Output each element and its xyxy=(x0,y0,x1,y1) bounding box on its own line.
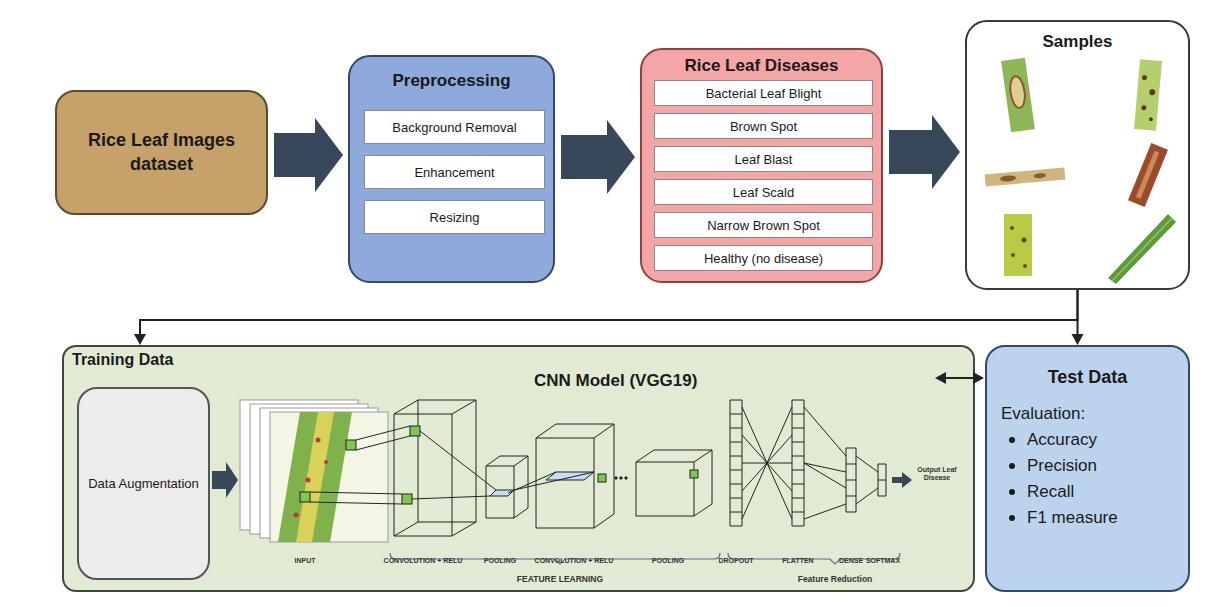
node-text: CNN Model (VGG19) xyxy=(534,371,697,391)
label-holder: CONVOLUTION + RELU xyxy=(363,549,483,567)
label-holder: DROPOUT xyxy=(711,549,761,567)
class-group: Rice Leaf DiseasesBacterial Leaf BlightB… xyxy=(640,48,883,283)
node-title: Rice Leaf Diseases xyxy=(642,56,881,76)
label-holder: CONVOLUTION + RELU xyxy=(514,549,634,567)
node-title: Healthy (no disease) xyxy=(704,251,823,266)
dataset-box: Rice Leaf Images dataset xyxy=(55,90,268,215)
process-group: PreprocessingBackground RemovalEnhanceme… xyxy=(348,55,555,283)
class-box: Bacterial Leaf Blight xyxy=(654,80,873,106)
bullet-dot xyxy=(1009,489,1015,495)
class-box: Brown Spot xyxy=(654,113,873,139)
bullet-dot xyxy=(1009,463,1015,469)
training-panel: Training DataCNN Model (VGG19) Data Augme… xyxy=(62,345,975,592)
connector-line xyxy=(1077,290,1079,335)
layer-label: SOFTMAX xyxy=(866,557,900,564)
bullet-row: Accuracy xyxy=(1009,430,1174,450)
arrow-head xyxy=(973,372,984,384)
node-text: F1 measure xyxy=(1027,508,1118,528)
layer-label: DROPOUT xyxy=(719,557,754,564)
node-title: Brown Spot xyxy=(730,119,797,134)
group-label: Feature Reduction xyxy=(798,574,873,584)
layer-label: POOLING xyxy=(484,557,516,564)
node-text: Precision xyxy=(1027,456,1097,476)
connector-line xyxy=(945,377,974,379)
block-arrow xyxy=(889,115,960,189)
node-title: Rice Leaf Images dataset xyxy=(71,129,252,176)
step-box: Background Removal xyxy=(364,110,545,144)
label-holder: SOFTMAX xyxy=(865,549,901,567)
layer-label: CONVOLUTION + RELU xyxy=(535,557,614,564)
node-title: Leaf Scald xyxy=(733,185,794,200)
layer-label: INPUT xyxy=(295,557,316,564)
node-title: Test Data xyxy=(1001,367,1174,388)
node-title: Bacterial Leaf Blight xyxy=(706,86,822,101)
evaluation-box: Test DataEvaluation: AccuracyPrecisionRec… xyxy=(985,345,1190,592)
connector xyxy=(134,290,1078,345)
node-title: Data Augmentation xyxy=(88,475,199,493)
layer-label: CONVOLUTION + RELU xyxy=(384,557,463,564)
bullet-dot xyxy=(1009,515,1015,521)
connector-line xyxy=(140,290,1078,335)
label-holder: POOLING xyxy=(638,549,698,567)
node-title: Background Removal xyxy=(392,120,516,135)
layer-label: POOLING xyxy=(652,557,684,564)
class-box: Leaf Scald xyxy=(654,179,873,205)
connector xyxy=(274,118,343,192)
label-holder: DENSE xyxy=(836,549,866,567)
arrow-head xyxy=(134,334,146,345)
node-title: Resizing xyxy=(430,210,480,225)
node-text: Accuracy xyxy=(1027,430,1097,450)
augmentation-box: Data Augmentation xyxy=(77,387,210,580)
block-arrow xyxy=(274,118,343,192)
connector xyxy=(561,120,635,194)
node-title: Enhancement xyxy=(414,165,494,180)
arrow-head xyxy=(1072,334,1084,345)
node-title: Leaf Blast xyxy=(735,152,793,167)
node-title: Narrow Brown Spot xyxy=(707,218,820,233)
class-box: Leaf Blast xyxy=(654,146,873,172)
layer-label: DENSE xyxy=(839,557,863,564)
node-text: Evaluation: xyxy=(1001,404,1174,424)
bullet-row: F1 measure xyxy=(1009,508,1174,528)
node-text: Recall xyxy=(1027,482,1074,502)
output-label: Output Leaf Disease xyxy=(915,466,959,483)
connector xyxy=(889,115,960,189)
label-holder: INPUT xyxy=(245,549,365,567)
label-holder: Feature Reduction xyxy=(765,568,905,586)
layer-label: FLATTEN xyxy=(782,557,813,564)
group-label: FEATURE LEARNING xyxy=(517,574,603,584)
bullet-row: Precision xyxy=(1009,456,1174,476)
label-holder: POOLING xyxy=(470,549,530,567)
bullet-dot xyxy=(1009,437,1015,443)
step-box: Resizing xyxy=(364,200,545,234)
block-arrow xyxy=(561,120,635,194)
label-holder: FEATURE LEARNING xyxy=(460,568,660,586)
label-holder: FLATTEN xyxy=(773,549,823,567)
node-title: Preprocessing xyxy=(350,71,553,91)
label-holder: Output Leaf Disease xyxy=(915,466,959,483)
node-title: Training Data xyxy=(72,351,173,369)
bullet-row: Recall xyxy=(1009,482,1174,502)
node-title: Samples xyxy=(967,32,1188,52)
connector xyxy=(1072,290,1084,345)
step-box: Enhancement xyxy=(364,155,545,189)
class-box: Narrow Brown Spot xyxy=(654,212,873,238)
class-box: Healthy (no disease) xyxy=(654,245,873,271)
